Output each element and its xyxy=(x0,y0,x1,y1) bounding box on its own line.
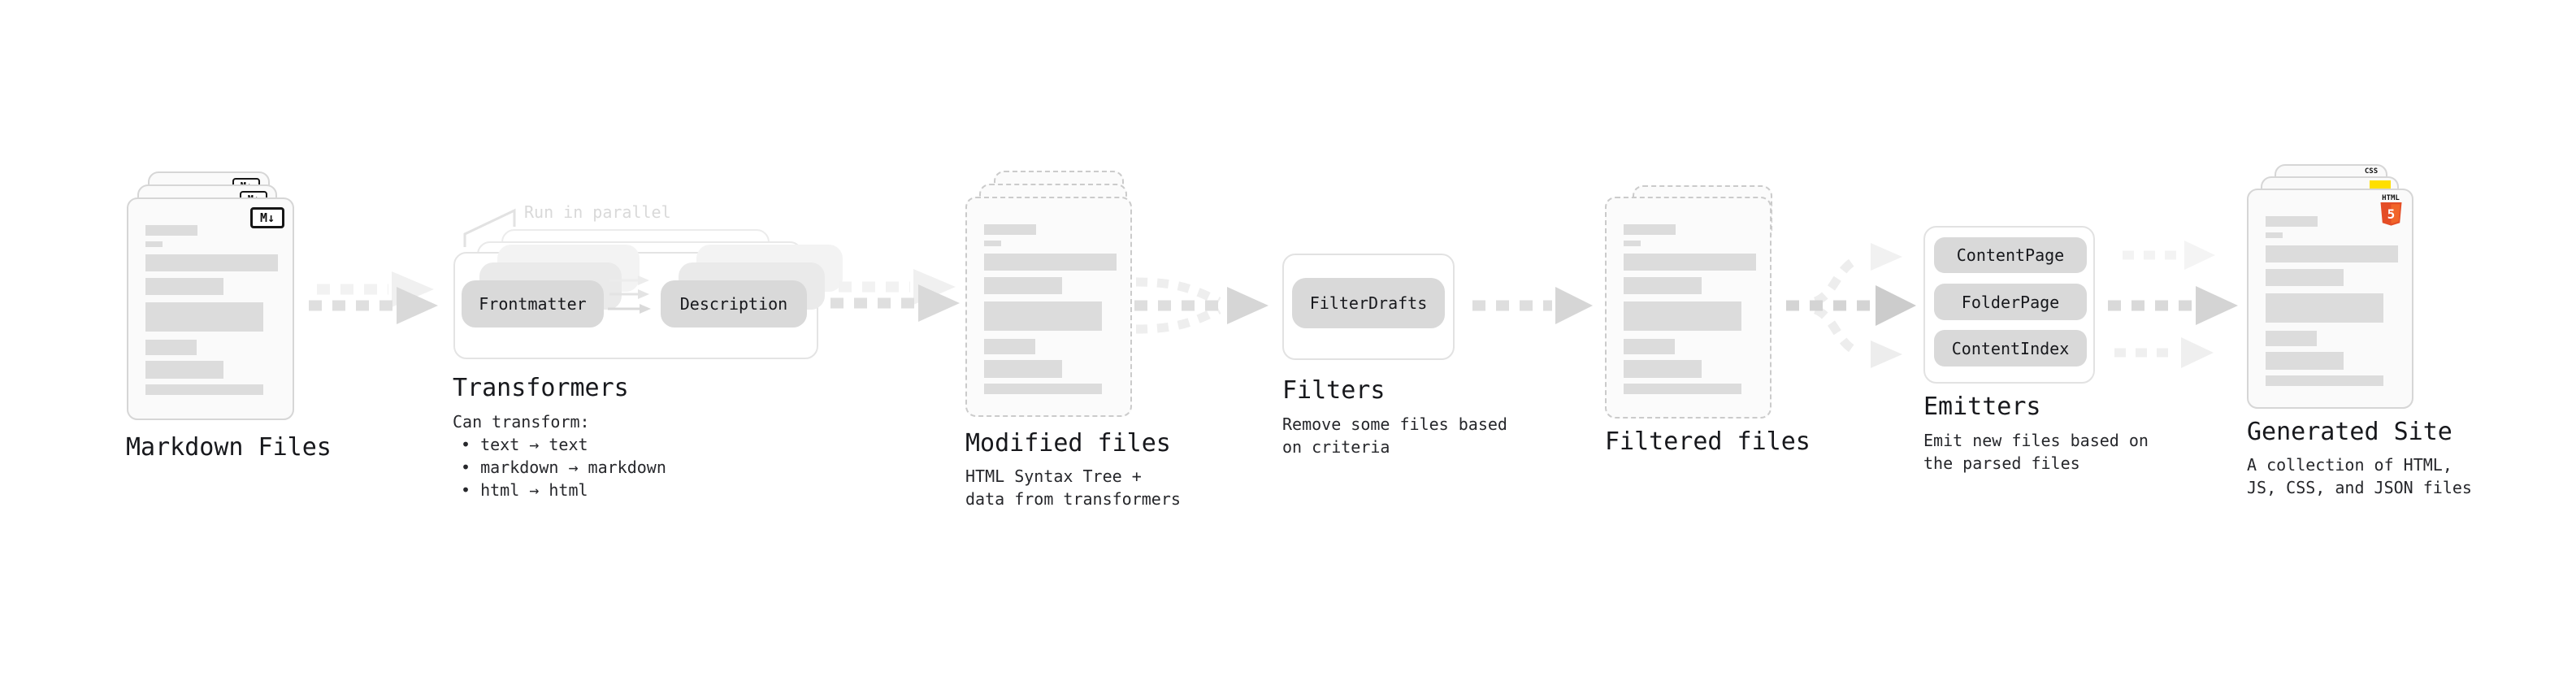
document-skeleton xyxy=(128,199,293,395)
skeleton-bar xyxy=(984,360,1062,378)
node-label-filters: Filters xyxy=(1282,376,1386,405)
skeleton-bar xyxy=(2266,245,2398,262)
node-description-filters: Remove some files based on criteria xyxy=(1282,413,1507,458)
skeleton-bar xyxy=(2266,375,2383,386)
description-line: HTML Syntax Tree + xyxy=(965,466,1142,486)
skeleton-bar xyxy=(145,302,263,332)
emitter-pill-contentpage: ContentPage xyxy=(1934,237,2087,273)
description-line: the parsed files xyxy=(1923,453,2080,473)
node-description-transformers: Can transform: • text → text • markdown … xyxy=(453,410,666,501)
transformer-pill-description: Description xyxy=(661,280,807,327)
emitter-pill-folderpage: FolderPage xyxy=(1934,284,2087,320)
node-label-markdown-files: Markdown Files xyxy=(126,433,332,462)
document-skeleton xyxy=(967,198,1130,394)
filter-pill-filterdrafts: FilterDrafts xyxy=(1292,278,1445,328)
pill-label: ContentIndex xyxy=(1951,338,2070,358)
skeleton-bar xyxy=(145,278,223,295)
parallel-annotation: Run in parallel xyxy=(524,202,671,222)
html5-shield: 5 xyxy=(2380,202,2401,226)
arrow-emitters-to-site xyxy=(2108,241,2238,368)
description-line: • markdown → markdown xyxy=(461,458,666,477)
description-line: • html → html xyxy=(461,480,588,500)
document-skeleton xyxy=(2249,190,2412,386)
emitter-pill-contentindex: ContentIndex xyxy=(1934,330,2087,367)
skeleton-bar xyxy=(2266,293,2383,323)
document-card-front xyxy=(965,197,1132,417)
skeleton-bar xyxy=(984,277,1062,294)
transformer-pill-frontmatter: Frontmatter xyxy=(462,280,604,327)
node-label-modified-files: Modified files xyxy=(965,429,1171,458)
description-line: Emit new files based on xyxy=(1923,431,2149,450)
skeleton-bar xyxy=(145,361,223,379)
node-description-generated-site: A collection of HTML, JS, CSS, and JSON … xyxy=(2247,453,2472,499)
html5-icon-word: HTML xyxy=(2382,194,2400,202)
document-card-html: HTML 5 xyxy=(2247,189,2413,409)
skeleton-bar xyxy=(145,241,163,247)
skeleton-bar xyxy=(2266,269,2344,286)
pill-label: FolderPage xyxy=(1961,292,2060,312)
node-label-emitters: Emitters xyxy=(1923,393,2041,421)
node-description-modified-files: HTML Syntax Tree + data from transformer… xyxy=(965,465,1181,510)
skeleton-bar xyxy=(2266,216,2318,227)
skeleton-bar xyxy=(1624,241,1641,246)
skeleton-bar xyxy=(1624,384,1741,394)
skeleton-bar xyxy=(984,339,1035,354)
description-line: on criteria xyxy=(1282,437,1390,457)
node-label-transformers: Transformers xyxy=(453,374,629,402)
description-line: • text → text xyxy=(461,435,588,454)
skeleton-bar xyxy=(1624,277,1702,294)
document-card-front xyxy=(1605,197,1772,419)
pill-label: Description xyxy=(679,294,788,314)
skeleton-bar xyxy=(1624,360,1702,378)
skeleton-bar xyxy=(2266,352,2344,370)
html5-icon-number: 5 xyxy=(2387,206,2395,222)
css-icon-label: CSS xyxy=(2364,167,2379,176)
skeleton-bar xyxy=(145,225,197,236)
pill-label: Frontmatter xyxy=(479,294,587,314)
skeleton-bar xyxy=(1624,301,1741,331)
document-card-front: M↓ xyxy=(127,197,294,420)
node-label-generated-site: Generated Site xyxy=(2247,418,2452,446)
arrow-markdown-to-transformers xyxy=(309,271,438,324)
description-line: Remove some files based xyxy=(1282,414,1507,434)
description-line: A collection of HTML, xyxy=(2247,455,2452,475)
node-description-emitters: Emit new files based on the parsed files xyxy=(1923,429,2149,475)
arrow-filtered-to-emitters xyxy=(1786,243,1916,368)
skeleton-bar xyxy=(145,340,197,355)
arrow-modified-to-filters xyxy=(1134,277,1268,334)
html5-icon: HTML 5 xyxy=(2379,194,2402,226)
skeleton-bar xyxy=(2266,232,2283,238)
javascript-icon xyxy=(2370,180,2391,191)
markdown-icon: M↓ xyxy=(250,207,284,228)
skeleton-bar xyxy=(984,301,1102,331)
pill-label: ContentPage xyxy=(1956,245,2065,265)
description-line: JS, CSS, and JSON files xyxy=(2247,478,2472,497)
skeleton-bar xyxy=(1624,224,1676,235)
markdown-icon-label: M↓ xyxy=(259,210,275,225)
description-line: Can transform: xyxy=(453,412,590,432)
document-skeleton xyxy=(1607,198,1770,394)
arrow-filters-to-filtered xyxy=(1472,287,1593,324)
skeleton-bar xyxy=(145,384,263,395)
skeleton-bar xyxy=(2266,331,2317,346)
pill-label: FilterDrafts xyxy=(1309,293,1428,313)
description-line: data from transformers xyxy=(965,489,1181,509)
skeleton-bar xyxy=(984,254,1117,271)
skeleton-bar xyxy=(984,384,1102,394)
arrow-transformers-to-modified xyxy=(830,269,960,322)
skeleton-bar xyxy=(1624,254,1756,271)
skeleton-bar xyxy=(984,224,1036,235)
node-label-filtered-files: Filtered files xyxy=(1605,427,1811,456)
skeleton-bar xyxy=(1624,339,1675,354)
skeleton-bar xyxy=(984,241,1001,246)
skeleton-bar xyxy=(145,254,278,271)
